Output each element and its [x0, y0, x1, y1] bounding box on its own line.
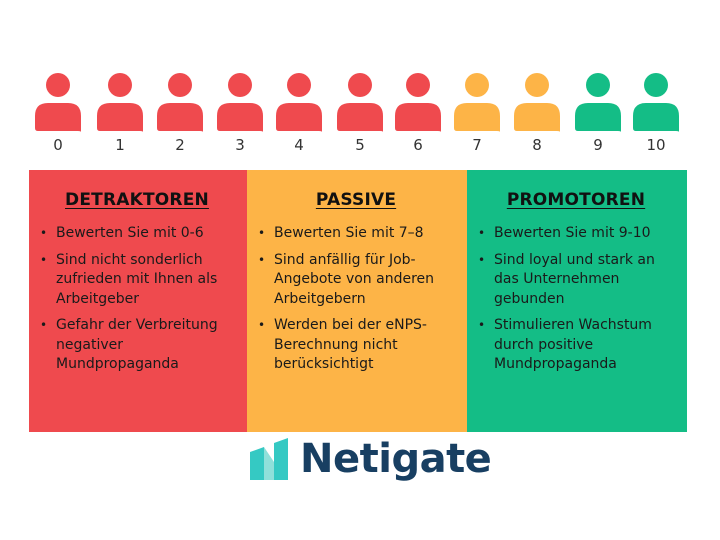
list-item: Stimulieren Wachstum durch positive Mund… [475, 316, 677, 375]
panel-passives: PASSIVE Bewerten Sie mit 7–8 Sind anfäll… [247, 170, 467, 432]
person-icon [572, 70, 624, 132]
score-label: 3 [235, 136, 245, 154]
list-item: Sind anfällig für Job-Angebote von ander… [255, 251, 457, 310]
list-item: Sind nicht sonderlich zufrieden mit Ihne… [37, 251, 237, 310]
netigate-logo: Netigate [248, 436, 492, 482]
score-label: 8 [532, 136, 542, 154]
panel-promoters: PROMOTOREN Bewerten Sie mit 9-10 Sind lo… [467, 170, 687, 432]
score-label: 5 [355, 136, 365, 154]
panel-title: DETRAKTOREN [65, 190, 209, 210]
score-label: 2 [175, 136, 185, 154]
score-label: 6 [413, 136, 423, 154]
person-icon [32, 70, 84, 132]
score-label: 9 [593, 136, 603, 154]
logo-text: Netigate [300, 436, 492, 482]
list-item: Sind loyal und stark an das Unternehmen … [475, 251, 677, 310]
score-label: 0 [53, 136, 63, 154]
list-item: Bewerten Sie mit 7–8 [255, 224, 457, 244]
panel-title: PROMOTOREN [506, 190, 646, 210]
person-icon [154, 70, 206, 132]
panel-title: PASSIVE [315, 190, 397, 210]
person-icon [511, 70, 563, 132]
person-icon [94, 70, 146, 132]
list-item: Werden bei der eNPS-Berechnung nicht ber… [255, 316, 457, 375]
score-scale: 0 1 2 3 4 5 6 7 8 9 10 [0, 70, 720, 170]
score-label: 10 [646, 136, 666, 154]
panel-detractors: DETRAKTOREN Bewerten Sie mit 0-6 Sind ni… [29, 170, 247, 432]
panel-list: Bewerten Sie mit 9-10 Sind loyal und sta… [475, 224, 677, 375]
panel-list: Bewerten Sie mit 7–8 Sind anfällig für J… [255, 224, 457, 375]
person-icon [392, 70, 444, 132]
score-label: 1 [115, 136, 125, 154]
list-item: Gefahr der Verbreitung negativer Mundpro… [37, 316, 237, 375]
person-icon [273, 70, 325, 132]
list-item: Bewerten Sie mit 9-10 [475, 224, 677, 244]
netigate-logo-icon [248, 438, 292, 480]
person-icon [630, 70, 682, 132]
score-label: 7 [472, 136, 482, 154]
person-icon [451, 70, 503, 132]
panel-list: Bewerten Sie mit 0-6 Sind nicht sonderli… [37, 224, 237, 375]
person-icon [334, 70, 386, 132]
list-item: Bewerten Sie mit 0-6 [37, 224, 237, 244]
score-label: 4 [294, 136, 304, 154]
person-icon [214, 70, 266, 132]
category-panels: DETRAKTOREN Bewerten Sie mit 0-6 Sind ni… [29, 170, 687, 432]
